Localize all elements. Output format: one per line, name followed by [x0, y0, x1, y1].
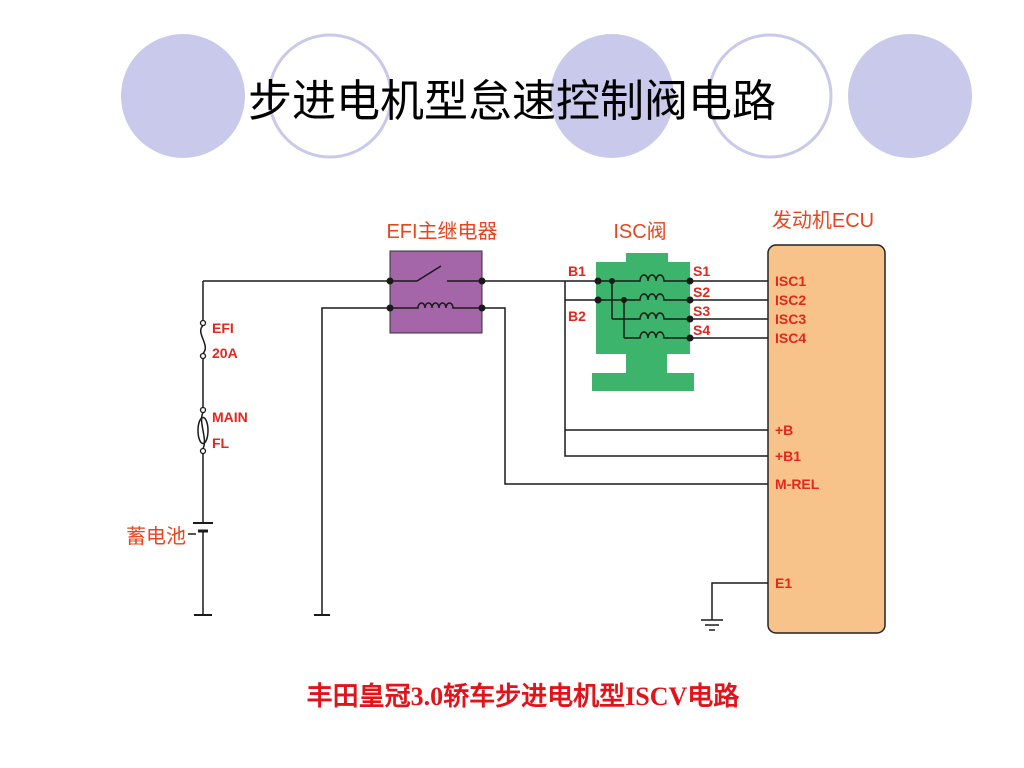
- fusible-link-type: FL: [212, 435, 230, 451]
- decor-circle-outline: [267, 33, 393, 159]
- fuse-efi-symbol: [200, 324, 206, 355]
- decor-circle-filled: [121, 34, 245, 158]
- ecu-terminal-isc1: ISC1: [775, 273, 806, 289]
- decor-circle-filled: [550, 34, 674, 158]
- valve-terminal-s4: S4: [693, 322, 710, 338]
- wire-relay-coil-to-ground: [321, 307, 390, 615]
- terminal-dot: [594, 296, 602, 304]
- fusible-link-terminal: [199, 406, 207, 414]
- junction-dot: [609, 278, 615, 284]
- valve-coil-2: [598, 293, 690, 301]
- fuse-terminal: [199, 319, 207, 327]
- ecu-terminal-plus-b: +B: [775, 422, 793, 438]
- fusible-link-terminal: [199, 447, 207, 455]
- valve-terminal-b2: B2: [568, 308, 586, 324]
- ecu-ground-branch: [701, 582, 768, 631]
- valve-terminal-s2: S2: [693, 284, 710, 300]
- decor-circle-outline: [707, 33, 833, 159]
- fuse-efi-name: EFI: [212, 320, 234, 336]
- junction-dot: [621, 297, 627, 303]
- valve-coil-1: [598, 274, 690, 282]
- relay-label: EFI主继电器: [386, 220, 497, 243]
- efi-main-relay-box: [389, 250, 483, 334]
- terminal-dot: [386, 277, 394, 285]
- fusible-link-element: [200, 412, 206, 449]
- ecu-terminal-plus-b1: +B1: [775, 448, 801, 464]
- valve-terminal-s3: S3: [693, 303, 710, 319]
- ecu-terminal-isc3: ISC3: [775, 311, 806, 327]
- valve-terminal-b1: B1: [568, 263, 586, 279]
- fusible-link-name: MAIN: [212, 409, 248, 425]
- ecu-terminal-m-rel: M-REL: [775, 476, 820, 492]
- battery-branch: EFI 20A MAIN FL: [188, 280, 390, 616]
- isc-valve-label: ISC阀: [613, 220, 666, 243]
- ecu-label: 发动机ECU: [772, 209, 874, 232]
- ecu-terminal-isc4: ISC4: [775, 330, 806, 346]
- signal-wiring: [690, 280, 768, 339]
- relay-switch-blade: [390, 265, 442, 282]
- valve-terminal-s1: S1: [693, 263, 710, 279]
- fusible-link-main-symbol: [197, 416, 209, 445]
- isc-valve-body: [592, 253, 694, 391]
- valve-coil-3: [612, 312, 690, 320]
- diagram-caption: 丰田皇冠3.0轿车步进电机型ISCV电路: [307, 681, 741, 711]
- battery-label: 蓄电池: [126, 525, 186, 548]
- ecu-terminal-isc2: ISC2: [775, 292, 806, 308]
- relay-coil-ground-branch: [314, 307, 390, 616]
- fuse-efi-rating: 20A: [212, 345, 238, 361]
- fuse-terminal: [199, 352, 207, 360]
- wire-relay-coil-to-m-rel: [482, 307, 768, 485]
- isc-valve: B1 B2 S1 S2 S3 S4: [568, 253, 710, 391]
- relay-coil: [390, 302, 482, 309]
- decor-circles: [121, 33, 972, 159]
- engine-ecu: ISC1 ISC2 ISC3 ISC4 +B +B1 M-REL E1: [767, 244, 886, 634]
- wire-e1-to-ground: [711, 582, 768, 620]
- slide-title: 步进电机型怠速控制阀电路: [248, 77, 776, 126]
- power-wiring: [482, 280, 768, 485]
- decor-circle-filled: [848, 34, 972, 158]
- valve-coil-4: [624, 331, 690, 339]
- terminal-dot: [386, 304, 394, 312]
- terminal-dot: [594, 277, 602, 285]
- wire-to-ecu-plus-b1: [564, 281, 768, 457]
- ecu-box: [767, 244, 886, 634]
- ecu-terminal-e1: E1: [775, 575, 792, 591]
- efi-main-relay: [386, 250, 486, 334]
